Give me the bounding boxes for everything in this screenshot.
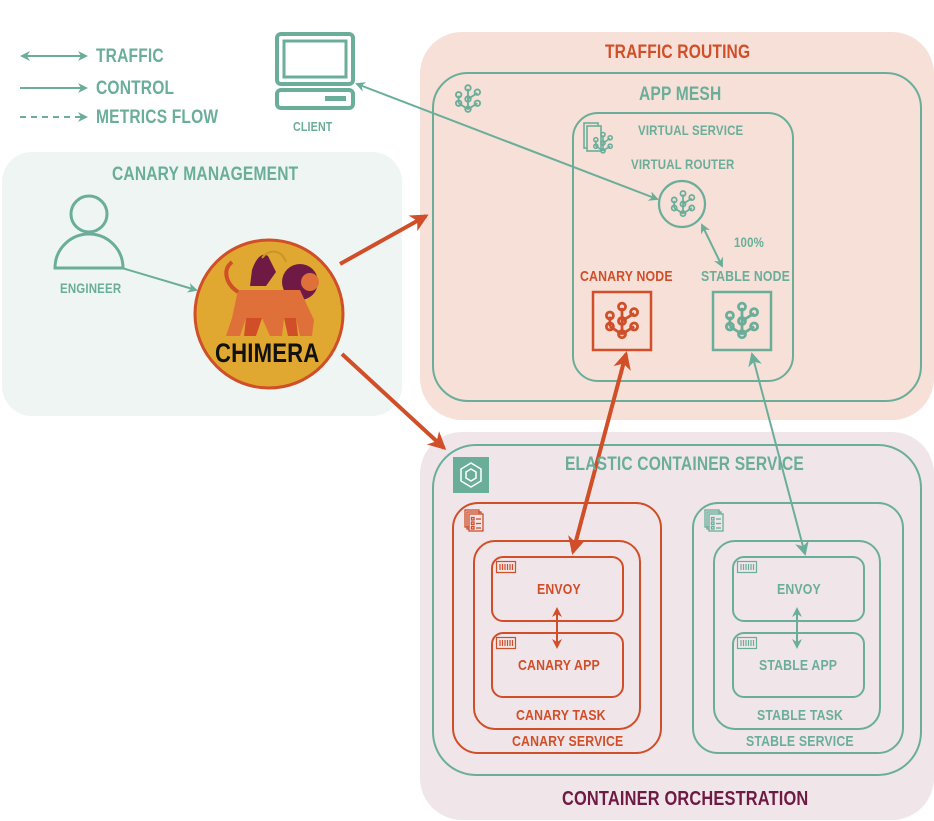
canary-task-label: Canary Task	[516, 707, 606, 724]
traffic-routing-title: Traffic Routing	[605, 42, 751, 63]
stable-node-icon[interactable]	[711, 290, 773, 352]
engineer-chimera-control-arrow	[121, 267, 198, 293]
ecs-icon	[453, 457, 489, 493]
ecs-title: Elastic Container Service	[565, 454, 804, 475]
chimera-label: CHIMERA	[215, 338, 320, 368]
chimera-ecs-control-arrow	[340, 352, 447, 451]
ecs-box	[432, 444, 922, 776]
chimera-traffic-routing-control-arrow	[339, 214, 429, 266]
container-orchestration-title: Container Orchestration	[562, 788, 809, 810]
client-router-traffic-arrow	[355, 82, 659, 201]
legend-metrics-label: Metrics Flow	[96, 107, 219, 128]
legend-traffic-label: Traffic	[96, 46, 164, 67]
legend-control-label: Control	[96, 78, 175, 99]
canary-service-box[interactable]	[452, 502, 662, 754]
client-label: Client	[293, 119, 333, 134]
chimera-logo[interactable]	[193, 238, 345, 390]
virtual-service-box	[572, 112, 794, 382]
canary-envoy-label: Envoy	[537, 581, 581, 598]
stable-app-label: Stable App	[759, 657, 838, 674]
container-orchestration-region	[420, 432, 934, 820]
stable-node-envoy-traffic-arrow	[748, 352, 809, 556]
engineer-label: Engineer	[60, 280, 122, 296]
router-stable-traffic-arrow	[701, 223, 723, 268]
stable-task-label: Stable Task	[757, 707, 844, 724]
virtual-router-label: Virtual Router	[631, 156, 735, 172]
canary-node-envoy-traffic-arrow	[568, 351, 631, 555]
canary-node-icon[interactable]	[591, 290, 653, 352]
canary-task-box[interactable]	[473, 540, 641, 730]
canary-management-title: Canary Management	[112, 164, 299, 185]
weight-label: 100%	[734, 234, 765, 250]
computer-icon[interactable]	[275, 32, 355, 110]
app-mesh-box	[432, 72, 922, 402]
canary-node-label: Canary Node	[580, 268, 673, 285]
app-mesh-title: App Mesh	[639, 84, 722, 105]
stable-service-label: Stable Service	[746, 733, 854, 750]
canary-service-label: Canary Service	[512, 733, 624, 750]
user-icon[interactable]	[53, 194, 125, 270]
stable-node-label: Stable Node	[701, 268, 791, 285]
virtual-router-icon[interactable]	[657, 179, 707, 229]
canary-app-label: Canary App	[518, 657, 600, 674]
stable-envoy-label: Envoy	[777, 581, 821, 598]
virtual-service-label: Virtual Service	[638, 122, 744, 138]
